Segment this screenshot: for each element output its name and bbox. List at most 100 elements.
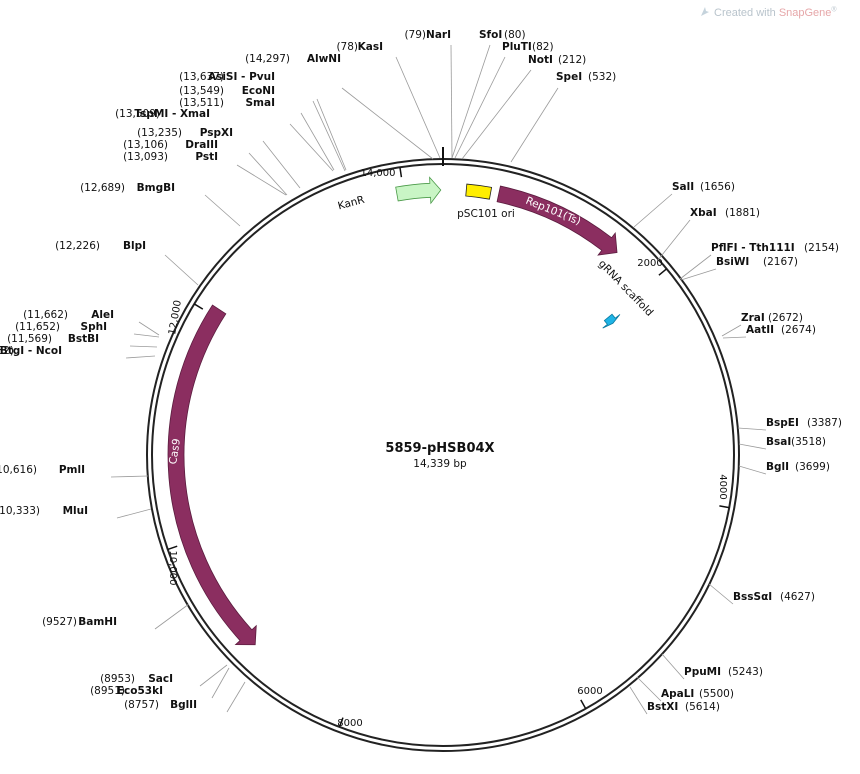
site-mlui: MluI(10,333) bbox=[0, 505, 152, 519]
site-name: SfoI bbox=[479, 29, 502, 41]
site-position: (2672) bbox=[768, 312, 803, 324]
site-position: (2154) bbox=[804, 242, 839, 254]
site-position: (79) bbox=[404, 29, 426, 41]
site-position: (8757) bbox=[124, 699, 159, 711]
site-bamhi: BamHI(9527) bbox=[42, 603, 190, 630]
site-position: (10,616) bbox=[0, 464, 37, 476]
site-name: PluTI bbox=[502, 41, 532, 53]
site-name: PmlI bbox=[59, 464, 85, 476]
site-leader-line bbox=[657, 219, 691, 261]
site-leader-line bbox=[629, 686, 648, 715]
site-leader-line bbox=[661, 653, 685, 680]
site-name: PpuMI bbox=[684, 666, 721, 678]
site-apali: ApaLI(5500) bbox=[636, 676, 734, 702]
site-name: SalI bbox=[672, 181, 694, 193]
site-pspxi: PspXI (13,235) bbox=[137, 127, 301, 189]
site-name: DraIII bbox=[185, 139, 218, 151]
site-position: (2167) bbox=[763, 256, 798, 268]
watermark-prefix: Created with bbox=[714, 7, 779, 19]
site-leader-line bbox=[116, 508, 152, 519]
feature-label-psc101-ori: pSC101 ori bbox=[457, 208, 515, 220]
site-leader-line bbox=[633, 193, 673, 228]
tick-mark bbox=[719, 505, 730, 509]
site-blpi: BlpI(12,226) bbox=[55, 240, 199, 286]
site-asisi-pvui: AsiSI - PvuI(13,637) bbox=[179, 71, 347, 171]
site-ppumi: PpuMI (5243) bbox=[661, 653, 763, 680]
site-pflfi-tth111i: PflFI - Tth111I (2154) bbox=[679, 242, 839, 280]
site-leader-line bbox=[395, 56, 441, 159]
site-leader-line bbox=[680, 268, 717, 281]
site-position: (13,509) bbox=[115, 108, 160, 120]
site-position: (3518) bbox=[791, 436, 826, 448]
site-leader-line bbox=[738, 443, 767, 450]
site-name: XbaI bbox=[690, 207, 717, 219]
tick-mark bbox=[338, 717, 344, 728]
site-leader-line bbox=[262, 140, 301, 189]
site-name: SpeI bbox=[556, 71, 582, 83]
site-name: AatII bbox=[746, 324, 774, 336]
site-name: AlwNI bbox=[307, 53, 341, 65]
site-name: NotI bbox=[528, 54, 553, 66]
site-name: SacI bbox=[148, 673, 173, 685]
site-bglii: BglII(8757) bbox=[124, 681, 246, 713]
site-name: ZraI bbox=[741, 312, 765, 324]
site-smai: SmaI(13,511) bbox=[179, 97, 335, 171]
site-tspmi-xmai: TspMI - XmaI(13,509) bbox=[115, 108, 334, 172]
site-position: (4627) bbox=[780, 591, 815, 603]
site-position: (5243) bbox=[728, 666, 763, 678]
site-bstbi: BstBI(11,569) bbox=[7, 333, 158, 348]
site-leader-line bbox=[636, 676, 662, 702]
site-leader-line bbox=[289, 123, 334, 172]
site-name: NarI bbox=[426, 29, 451, 41]
feature-label-kanr: KanR bbox=[337, 194, 366, 213]
site-name: BmgBI bbox=[137, 182, 175, 194]
site-position: (11,662) bbox=[23, 309, 68, 321]
site-position: (13,235) bbox=[137, 127, 182, 139]
site-name: BlpI bbox=[123, 240, 146, 252]
tick-label: 14,000 bbox=[361, 168, 396, 179]
site-position: (3387) bbox=[807, 417, 842, 429]
site-leader-line bbox=[341, 87, 434, 160]
site-leader-line bbox=[708, 583, 734, 605]
snapgene-logo-icon bbox=[701, 7, 709, 16]
site-saci: SacI (8953) bbox=[100, 664, 228, 687]
site-name: PspXI bbox=[200, 127, 233, 139]
site-position: (78) bbox=[336, 41, 358, 53]
site-noti: NotI(212) bbox=[461, 54, 586, 160]
site-leader-line bbox=[737, 427, 767, 431]
site-name: AleI bbox=[91, 309, 114, 321]
site-leader-line bbox=[164, 254, 199, 286]
site-leader-line bbox=[129, 345, 158, 348]
site-name: BsaI bbox=[766, 436, 791, 448]
site-leader-line bbox=[204, 194, 241, 227]
site-position: (8953) bbox=[100, 673, 135, 685]
tick-mark bbox=[399, 167, 403, 178]
site-leader-line bbox=[236, 164, 287, 196]
site-name: PflFI - Tth111I bbox=[711, 242, 795, 254]
plasmid-length: 14,339 bp bbox=[413, 458, 467, 470]
watermark-brand: SnapGene bbox=[778, 7, 832, 19]
site-position: (82) bbox=[532, 41, 554, 53]
site-name: BspEI bbox=[766, 417, 799, 429]
feature-label-cas9: Cas9 bbox=[167, 438, 183, 465]
snapgene-watermark: Created with SnapGene® bbox=[700, 6, 837, 19]
site-position: (13,637) bbox=[179, 71, 224, 83]
site-leader-line bbox=[738, 465, 767, 475]
site-bstxi: BstXI(5614) bbox=[629, 686, 720, 715]
site-spei: SpeI(532) bbox=[510, 71, 616, 163]
site-position: (2674) bbox=[781, 324, 816, 336]
site-econi: EcoNI(13,549) bbox=[179, 85, 346, 172]
site-sphi: SphI(11,652) bbox=[15, 321, 160, 338]
site-name: BstXI bbox=[647, 701, 678, 713]
site-name: TspMI - XmaI bbox=[134, 108, 210, 120]
site-position: (8951) bbox=[90, 685, 125, 697]
site-name: BglI bbox=[766, 461, 789, 473]
tick-label: 6000 bbox=[577, 686, 602, 697]
site-leader-line bbox=[138, 321, 160, 336]
feature-grna-scaffold bbox=[602, 313, 621, 329]
site-draiii: DraIII (13,106) bbox=[123, 139, 288, 196]
site-nari: NarI(79) bbox=[404, 29, 453, 159]
site-position: (5500) bbox=[699, 688, 734, 700]
site-name: MluI bbox=[63, 505, 88, 517]
site-position: (13,106) bbox=[123, 139, 168, 151]
